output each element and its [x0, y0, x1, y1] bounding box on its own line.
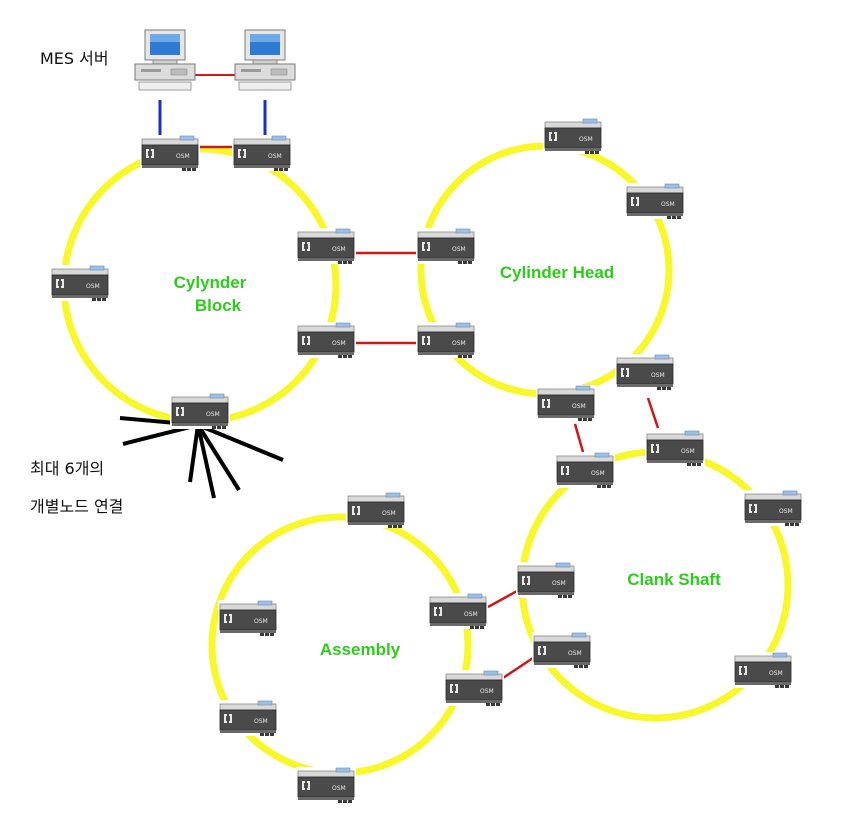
- workstation-computer-icon: [134, 29, 196, 91]
- ring-label-cylinder-block-line2: Block: [195, 296, 242, 315]
- svg-text:OSM: OSM: [332, 785, 346, 792]
- svg-text:OSM: OSM: [681, 448, 695, 455]
- osm-switch-icon: OSM: [49, 264, 111, 302]
- fanout-label-line2: 개별노드 연결: [30, 497, 123, 516]
- osm-switch-icon: OSM: [231, 134, 293, 172]
- svg-text:OSM: OSM: [572, 403, 586, 410]
- server-label: MES 서버: [40, 49, 109, 68]
- svg-text:OSM: OSM: [332, 246, 346, 253]
- osm-switch-icon: OSM: [295, 766, 357, 804]
- osm-switch-icon: OSM: [535, 384, 597, 422]
- osm-switch-icon: OSM: [443, 669, 505, 707]
- svg-text:OSM: OSM: [452, 340, 466, 347]
- workstation-computer-icon: [234, 29, 296, 91]
- svg-text:OSM: OSM: [176, 153, 190, 160]
- fanout-label-line1: 최대 6개의: [30, 459, 104, 478]
- servers: [134, 29, 296, 91]
- osm-switch-icon: OSM: [515, 561, 577, 599]
- svg-text:OSM: OSM: [268, 153, 282, 160]
- ring-label-assembly: Assembly: [320, 640, 401, 659]
- osm-switch-icon: OSM: [415, 321, 477, 359]
- osm-switch-icon: OSM: [614, 353, 676, 391]
- osm-switch-icon: OSM: [295, 321, 357, 359]
- osm-switch-icon: OSM: [139, 134, 201, 172]
- svg-text:OSM: OSM: [464, 611, 478, 618]
- osm-nodes: OSM OSM OSM OSM OSM OSM OSM OSM OSM OSM …: [49, 117, 804, 804]
- osm-switch-icon: OSM: [295, 227, 357, 265]
- ring-label-clank-shaft: Clank Shaft: [627, 570, 721, 589]
- server-links: [158, 74, 267, 140]
- svg-text:OSM: OSM: [779, 508, 793, 515]
- ring-label-cylinder-block-line1: Cylynder: [174, 273, 247, 292]
- fanout-lines: [119, 416, 284, 499]
- svg-text:OSM: OSM: [480, 688, 494, 695]
- labels: MES 서버 최대 6개의 개별노드 연결 Cylynder Block Cyl…: [30, 49, 721, 659]
- osm-switch-icon: OSM: [624, 182, 686, 220]
- osm-switch-icon: OSM: [742, 489, 804, 527]
- osm-switch-icon: OSM: [427, 592, 489, 630]
- osm-switch-icon: OSM: [542, 117, 604, 155]
- svg-text:OSM: OSM: [206, 411, 220, 418]
- osm-switch-icon: OSM: [554, 451, 616, 489]
- osm-switch-icon: OSM: [345, 491, 407, 529]
- svg-text:OSM: OSM: [552, 580, 566, 587]
- svg-text:OSM: OSM: [86, 283, 100, 290]
- osm-switch-icon: OSM: [531, 631, 593, 669]
- svg-text:OSM: OSM: [651, 372, 665, 379]
- osm-switch-icon: OSM: [732, 651, 794, 689]
- osm-switch-icon: OSM: [415, 227, 477, 265]
- osm-switch-icon: OSM: [169, 392, 231, 430]
- osm-switch-icon: OSM: [217, 599, 279, 637]
- ring-label-cylinder-head: Cylinder Head: [500, 263, 614, 282]
- svg-text:OSM: OSM: [661, 201, 675, 208]
- svg-text:OSM: OSM: [591, 470, 605, 477]
- svg-text:OSM: OSM: [452, 246, 466, 253]
- redundant-links: [200, 145, 660, 682]
- svg-text:OSM: OSM: [254, 618, 268, 625]
- svg-text:OSM: OSM: [769, 670, 783, 677]
- svg-text:OSM: OSM: [254, 718, 268, 725]
- svg-text:OSM: OSM: [579, 136, 593, 143]
- svg-text:OSM: OSM: [568, 650, 582, 657]
- osm-switch-icon: OSM: [644, 429, 706, 467]
- osm-switch-icon: OSM: [217, 699, 279, 737]
- svg-text:OSM: OSM: [332, 340, 346, 347]
- svg-text:OSM: OSM: [382, 510, 396, 517]
